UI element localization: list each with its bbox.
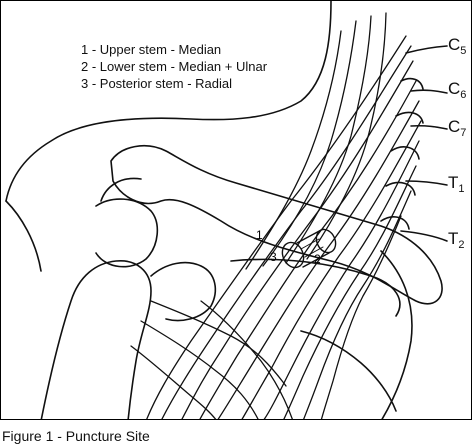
humerus-shape xyxy=(40,260,152,419)
legend-item-lower-stem: 2 - Lower stem - Median + Ulnar xyxy=(81,59,268,74)
legend-item-upper-stem: 1 - Upper stem - Median xyxy=(81,42,222,57)
shoulder-outline xyxy=(5,200,42,272)
root-line-c7 xyxy=(410,124,448,130)
axilla-contour xyxy=(300,330,397,412)
scapula-shape xyxy=(150,261,217,322)
root-label-c6: C6 xyxy=(448,79,467,101)
legend: 1 - Upper stem - Median 2 - Lower stem -… xyxy=(81,41,267,92)
anatomical-illustration xyxy=(5,1,448,419)
vertebra-1 xyxy=(400,77,424,90)
clavicle-shape xyxy=(110,145,443,305)
root-line-c6 xyxy=(410,89,448,94)
skin-contour xyxy=(380,250,413,419)
nerve-bundle xyxy=(130,12,422,419)
root-label-c5: C5 xyxy=(448,35,467,57)
vertebra-2 xyxy=(395,111,424,124)
root-label-c7: C7 xyxy=(448,117,467,139)
root-line-t2 xyxy=(400,230,448,242)
figure-frame: 1 - Upper stem - Median 2 - Lower stem -… xyxy=(0,0,472,420)
root-label-t1: T1 xyxy=(448,173,465,195)
vertebra-3 xyxy=(390,146,420,160)
stem-number-3: 3 xyxy=(270,250,277,264)
root-line-c5 xyxy=(405,45,448,54)
legend-item-posterior-stem: 3 - Posterior stem - Radial xyxy=(81,76,232,91)
acromion-shape xyxy=(100,177,142,202)
neck-outline xyxy=(5,1,332,202)
figure-caption: Figure 1 - Puncture Site xyxy=(2,428,150,444)
root-line-t1 xyxy=(405,180,448,186)
root-label-t2: T2 xyxy=(448,229,465,251)
puncture-marker xyxy=(281,228,337,269)
humeral-head xyxy=(95,198,159,268)
stem-number-1: 1 xyxy=(256,228,263,242)
stem-number-2: 2 xyxy=(314,252,321,266)
vertebra-4 xyxy=(385,181,416,196)
